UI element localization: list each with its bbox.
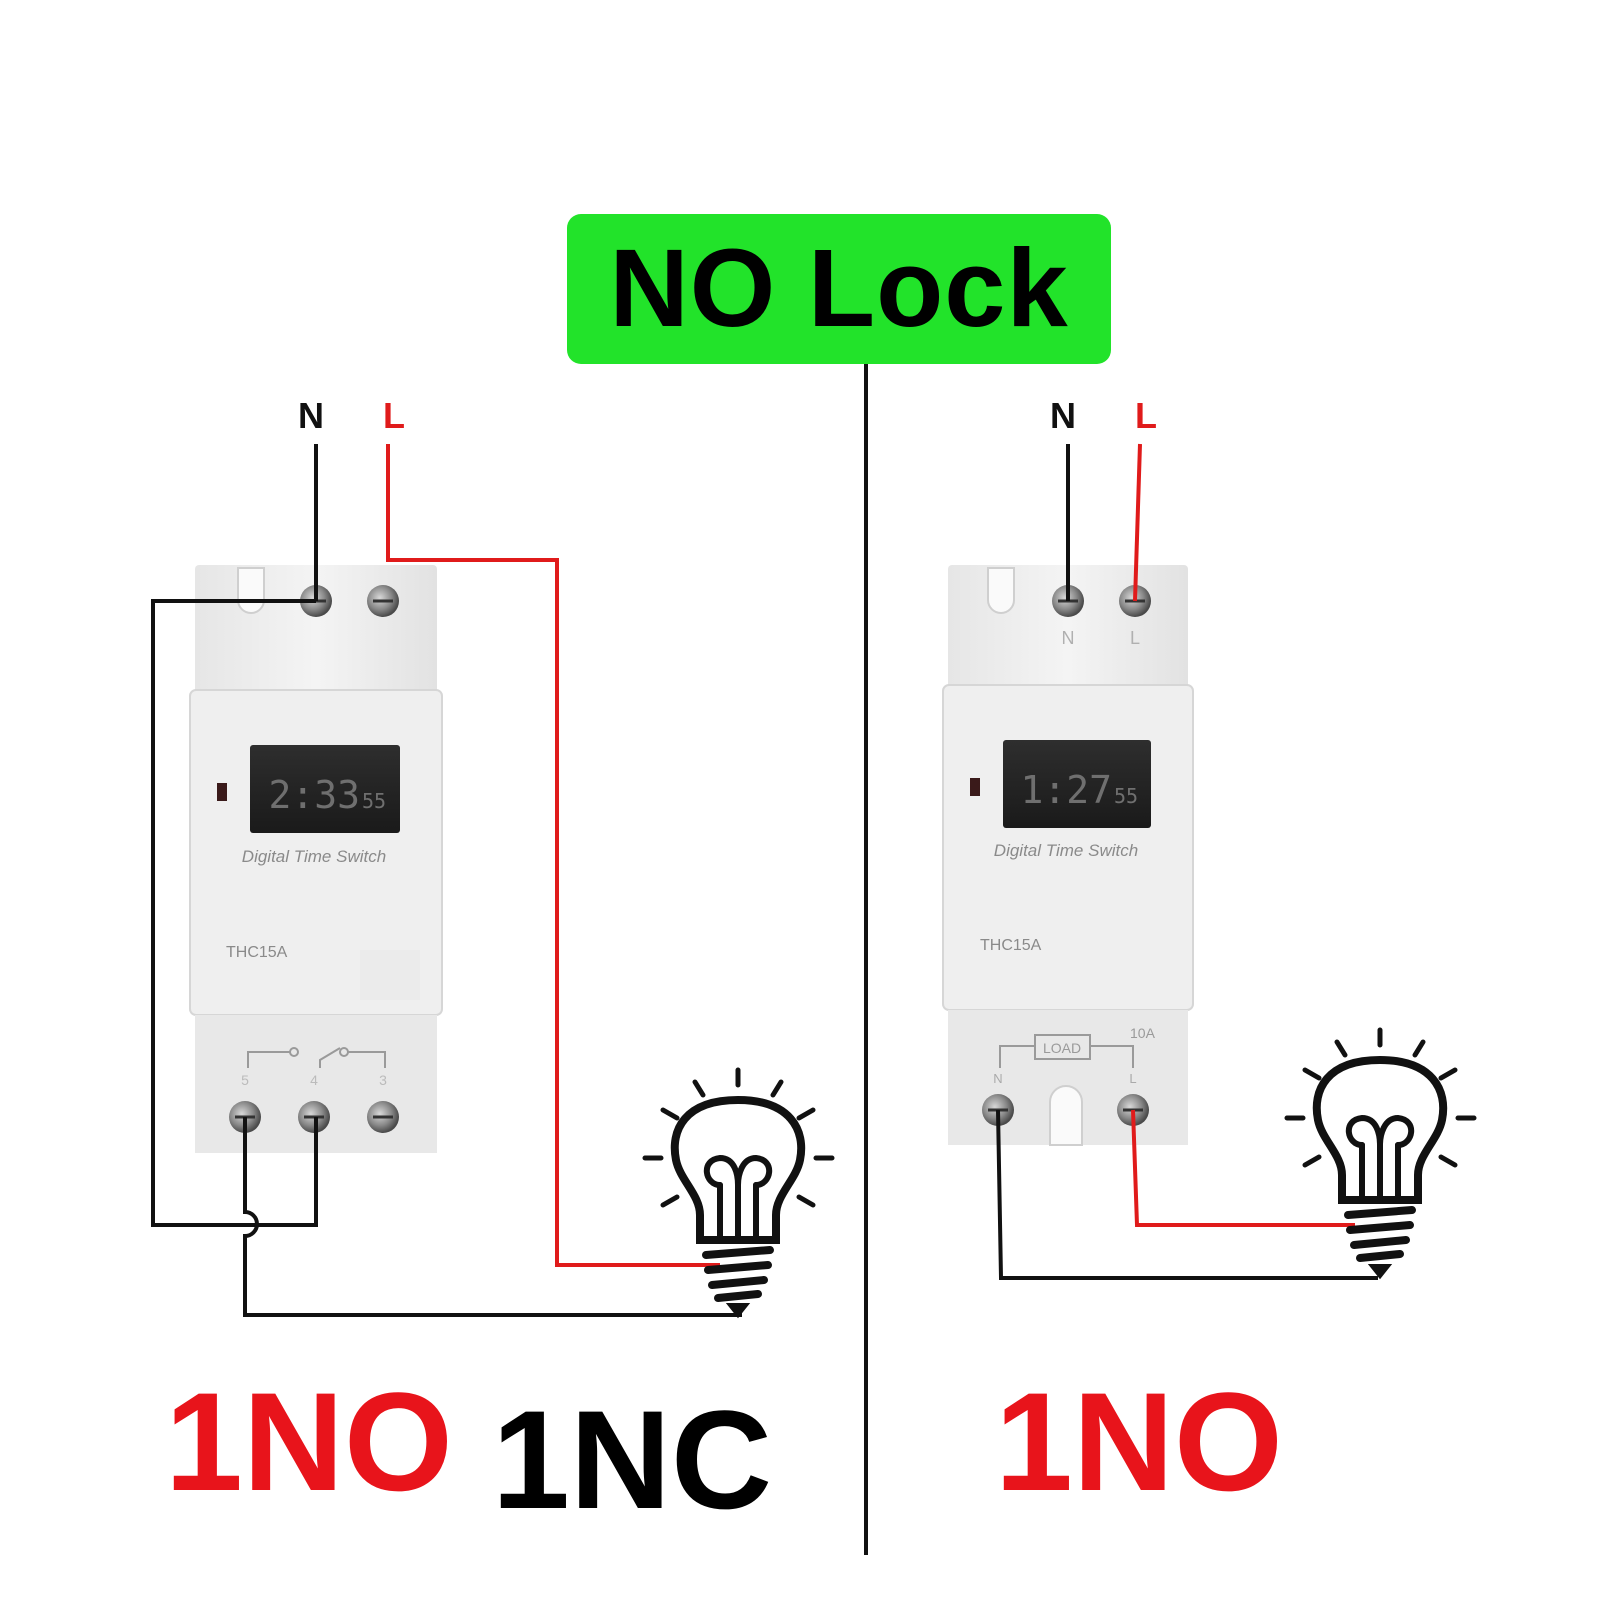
left-neutral-label: N xyxy=(298,395,324,436)
left-bottom-terminal-5: 5 xyxy=(241,1072,249,1088)
left-bottom-screw-3 xyxy=(367,1101,399,1133)
left-terminal-l-screw xyxy=(367,585,399,617)
right-bottom-n-label: N xyxy=(993,1071,1002,1086)
left-footer-title-red: 1NO xyxy=(165,1363,453,1520)
right-footer-title: 1NO xyxy=(995,1363,1283,1520)
left-footer-title-black: 1NC xyxy=(492,1381,773,1538)
left-relay-symbol xyxy=(247,1047,386,1068)
right-lcd-screen xyxy=(1003,740,1151,828)
left-model-label: THC15A xyxy=(226,944,288,961)
left-bottom-terminal-3: 3 xyxy=(379,1072,387,1088)
left-time-switch: 2:33 55 Digital Time Switch THC15A 5 4 3 xyxy=(189,565,443,1153)
right-terminal-l-label: L xyxy=(1130,628,1140,648)
banner: NO Lock xyxy=(567,214,1111,364)
left-brand-label: Digital Time Switch xyxy=(242,847,386,866)
right-lcd-seconds: 55 xyxy=(1114,784,1138,808)
right-status-led xyxy=(970,778,980,796)
right-terminal-n-label: N xyxy=(1062,628,1075,648)
right-lightbulb-icon xyxy=(1284,1027,1477,1280)
banner-title: NO Lock xyxy=(609,227,1069,350)
right-live-label: L xyxy=(1135,395,1157,436)
right-time-switch: N L 1:27 55 Digital Time Switch THC15A L… xyxy=(942,565,1194,1146)
left-live-label: L xyxy=(383,395,405,436)
right-load-symbol xyxy=(999,1034,1134,1068)
right-neutral-label: N xyxy=(1050,395,1076,436)
left-lcd-screen xyxy=(250,745,400,833)
left-lcd-time: 2:33 xyxy=(268,773,360,817)
left-lcd-seconds: 55 xyxy=(362,789,386,813)
left-bottom-terminal-4: 4 xyxy=(310,1072,318,1088)
left-wiring xyxy=(151,444,742,1317)
left-status-led xyxy=(217,783,227,801)
left-lightbulb-icon xyxy=(642,1067,835,1319)
right-wiring xyxy=(996,443,1378,1280)
right-rating-label: 10A xyxy=(1130,1025,1156,1041)
right-model-label: THC15A xyxy=(980,937,1042,954)
right-brand-label: Digital Time Switch xyxy=(994,841,1138,860)
right-lcd-time: 1:27 xyxy=(1020,768,1112,812)
right-load-label: LOAD xyxy=(1043,1040,1081,1056)
right-bottom-l-label: L xyxy=(1129,1071,1136,1086)
